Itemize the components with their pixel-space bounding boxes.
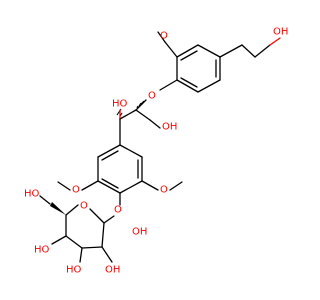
atom-sugar-hydroxyl-c2: OH: [105, 265, 120, 276]
glycosidic-linkage: [103, 192, 121, 224]
atom-glycosidic-oxygen: O: [114, 205, 122, 216]
top-aromatic-ring: [176, 44, 221, 93]
atom-sugar-hydroxyl-c3: HO: [66, 265, 82, 276]
molecule-structure-diagram: OH O O HO OH O O HO O O HO HO OH OH: [24, 27, 288, 276]
atom-methoxy-left: O: [72, 185, 80, 196]
hydroxypropyl-chain: [219, 37, 281, 58]
glucopyranose-ring: [39, 195, 113, 263]
atom-sugar-hydroxyl-c4: HO: [34, 245, 50, 256]
atom-hydroxymethyl: HO: [24, 189, 40, 200]
atom-benzylic-hydroxyl: HO: [112, 99, 128, 110]
atom-pyranose-ring-oxygen: O: [80, 201, 88, 212]
aryl-ether-link: [135, 79, 178, 111]
top-methoxy-group: [157, 31, 178, 58]
middle-aromatic-ring: [97, 144, 143, 194]
atom-methoxy-right: O: [160, 185, 168, 196]
atom-ether-link: O: [148, 91, 156, 102]
atom-sugar-hydroxyl-c1: OH: [132, 227, 147, 238]
glycerol-linker: [116, 100, 161, 146]
atom-ring-methoxy-top: O: [160, 31, 168, 42]
atom-primary-hydroxyl: OH: [162, 122, 177, 133]
atom-terminal-hydroxyl: OH: [273, 27, 288, 38]
atom-labels: OH O O HO OH O O HO O O HO HO OH OH: [24, 27, 288, 276]
middle-ring-methoxy-groups: [57, 180, 183, 191]
